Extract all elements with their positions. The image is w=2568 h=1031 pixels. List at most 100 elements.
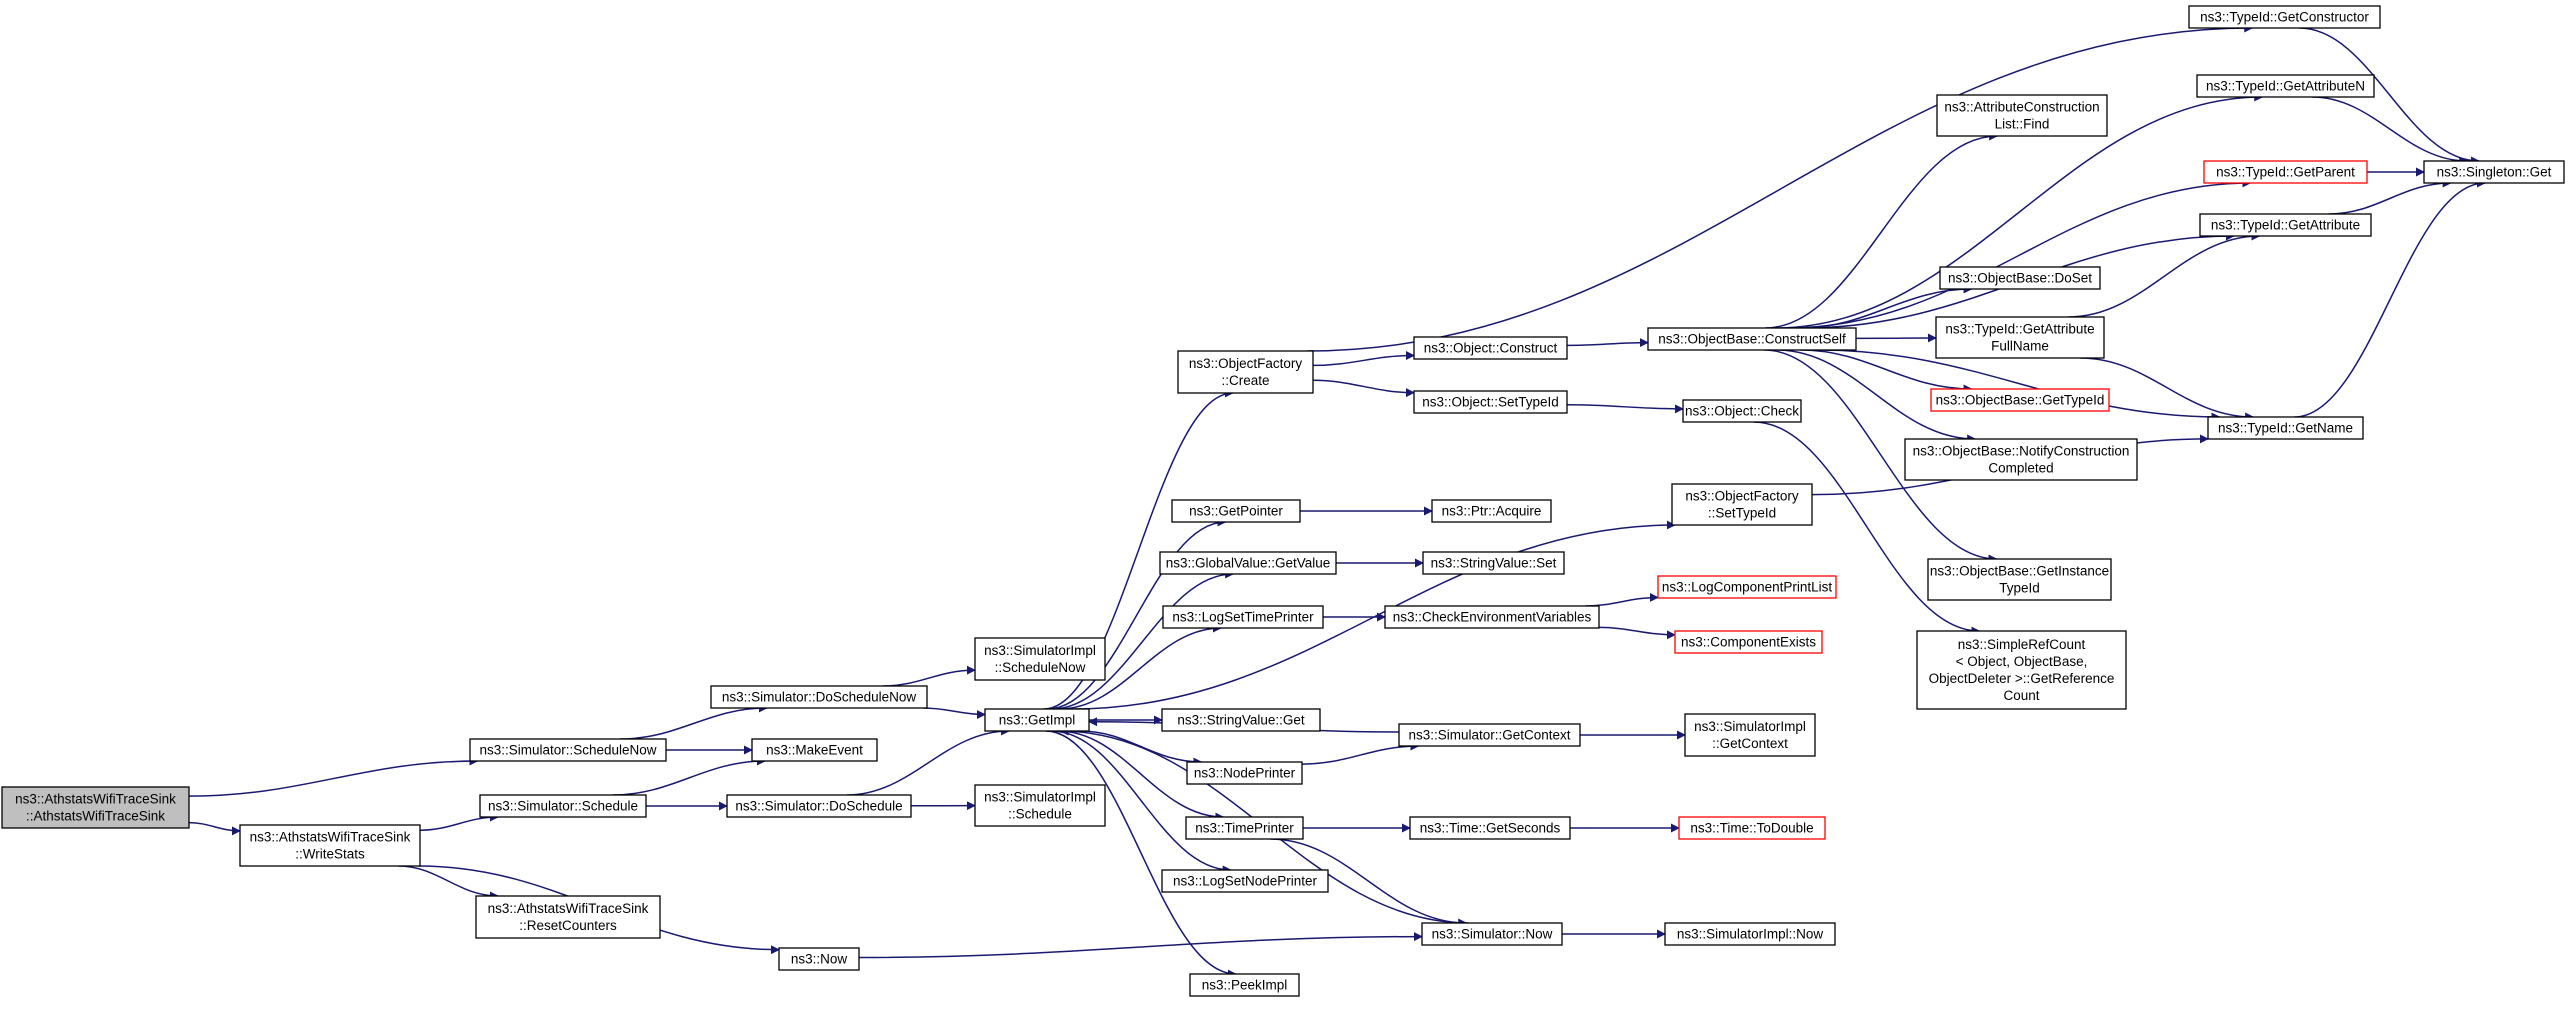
node-label-line: ::WriteStats	[295, 847, 365, 862]
node-label-line: ns3::Simulator::ScheduleNow	[479, 743, 656, 758]
graph-edge-objFactoryCreate-to-objectConstruct	[1312, 350, 1415, 367]
node-label-line: ns3::StringValue::Get	[1177, 713, 1305, 728]
graph-node-writeStats[interactable]: ns3::AthstatsWifiTraceSink::WriteStats	[239, 824, 421, 867]
node-layer: ns3::AthstatsWifiTraceSink::AthstatsWifi…	[1, 5, 2565, 997]
node-box	[1413, 336, 1568, 360]
graph-node-componentExists[interactable]: ns3::ComponentExists	[1674, 630, 1823, 654]
graph-node-objFactoryCreate[interactable]: ns3::ObjectFactory::Create	[1177, 350, 1314, 394]
graph-node-implGetContext[interactable]: ns3::SimulatorImpl::GetContext	[1684, 713, 1816, 757]
graph-node-getName[interactable]: ns3::TypeId::GetName	[2207, 416, 2364, 440]
node-box	[1657, 575, 1837, 599]
node-box	[1177, 350, 1314, 394]
graph-node-logSetTimePrinter[interactable]: ns3::LogSetTimePrinter	[1162, 605, 1324, 629]
graph-node-ptrAcquire[interactable]: ns3::Ptr::Acquire	[1431, 499, 1552, 523]
node-label-line: ns3::ObjectBase::NotifyConstruction	[1913, 444, 2130, 459]
node-box	[778, 947, 860, 971]
node-label-line: ns3::TimePrinter	[1195, 821, 1294, 836]
graph-node-timeToDouble[interactable]: ns3::Time::ToDouble	[1678, 816, 1826, 840]
node-box	[1189, 973, 1300, 997]
edge-layer	[188, 23, 2486, 979]
node-box	[1421, 922, 1563, 946]
graph-node-objBaseGetTypeId[interactable]: ns3::ObjectBase::GetTypeId	[1930, 388, 2110, 412]
node-label-line: ns3::SimulatorImpl::Now	[1677, 927, 1824, 942]
graph-edge-getAttributeN-to-singletonGet	[2312, 96, 2469, 166]
graph-node-doSchedule[interactable]: ns3::Simulator::DoSchedule	[726, 794, 912, 818]
graph-edge-doSchedule-to-getImpl	[846, 726, 1011, 796]
node-box	[1935, 316, 2105, 359]
node-label-line: ::Schedule	[1008, 807, 1072, 822]
graph-node-stringValueSet[interactable]: ns3::StringValue::Set	[1422, 551, 1565, 575]
graph-node-stringValueGet[interactable]: ns3::StringValue::Get	[1161, 708, 1321, 732]
graph-edge-objFactoryCreate-to-objectSetTypeId	[1312, 379, 1415, 398]
node-box	[1171, 499, 1301, 523]
graph-node-makeEvent[interactable]: ns3::MakeEvent	[751, 738, 878, 762]
graph-edge-ns3Now-to-simNow	[858, 932, 1423, 959]
node-label-line: ns3::ObjectBase::GetTypeId	[1936, 393, 2105, 408]
node-box	[974, 784, 1106, 827]
graph-node-getAttributeN[interactable]: ns3::TypeId::GetAttributeN	[2196, 74, 2375, 98]
graph-edge-getImpl-to-peekImpl	[1045, 730, 1237, 979]
graph-node-implScheduleNow[interactable]: ns3::SimulatorImpl::ScheduleNow	[974, 637, 1106, 681]
graph-node-getAttribute[interactable]: ns3::TypeId::GetAttribute	[2199, 213, 2372, 237]
graph-node-timePrinter[interactable]: ns3::TimePrinter	[1185, 816, 1304, 840]
node-label-line: ns3::TypeId::GetAttributeN	[2206, 79, 2365, 94]
node-label-line: ns3::LogSetNodePrinter	[1173, 874, 1318, 889]
node-box	[710, 685, 928, 709]
node-box	[1936, 94, 2108, 137]
graph-node-checkEnvVars[interactable]: ns3::CheckEnvironmentVariables	[1384, 605, 1600, 629]
node-box	[1162, 605, 1324, 629]
node-label-line: ns3::SimulatorImpl	[984, 790, 1096, 805]
graph-node-logCompPrintList[interactable]: ns3::LogComponentPrintList	[1657, 575, 1837, 599]
graph-node-objectConstruct[interactable]: ns3::Object::Construct	[1413, 336, 1568, 360]
graph-node-globalGetValue[interactable]: ns3::GlobalValue::GetValue	[1159, 551, 1337, 575]
graph-node-simNow[interactable]: ns3::Simulator::Now	[1421, 922, 1563, 946]
graph-node-peekImpl[interactable]: ns3::PeekImpl	[1189, 973, 1300, 997]
graph-edge-getImpl-to-globalGetValue	[1051, 569, 1235, 710]
graph-edge-timePrinter-to-simNow	[1270, 838, 1468, 928]
graph-node-notifyConstruction[interactable]: ns3::ObjectBase::NotifyConstructionCompl…	[1904, 438, 2138, 481]
graph-node-doScheduleNow[interactable]: ns3::Simulator::DoScheduleNow	[710, 685, 928, 709]
node-label-line: ns3::Simulator::Now	[1432, 927, 1553, 942]
node-label-line: ObjectDeleter >::GetReference	[1929, 671, 2115, 686]
node-box	[1186, 761, 1303, 785]
graph-node-resetCounters[interactable]: ns3::AthstatsWifiTraceSink::ResetCounter…	[475, 895, 661, 939]
node-box	[1939, 266, 2101, 290]
graph-node-ns3Now[interactable]: ns3::Now	[778, 947, 860, 971]
node-box	[1930, 388, 2110, 412]
graph-node-constructSelf[interactable]: ns3::ObjectBase::ConstructSelf	[1647, 327, 1857, 351]
graph-node-simGetContext[interactable]: ns3::Simulator::GetContext	[1398, 723, 1581, 747]
graph-node-objFactorySetTypeId[interactable]: ns3::ObjectFactory::SetTypeId	[1671, 483, 1813, 526]
graph-node-simpleRefCount[interactable]: ns3::SimpleRefCount< Object, ObjectBase,…	[1916, 630, 2127, 710]
graph-node-implSchedule[interactable]: ns3::SimulatorImpl::Schedule	[974, 784, 1106, 827]
graph-node-logSetNodePrinter[interactable]: ns3::LogSetNodePrinter	[1161, 869, 1329, 893]
node-label-line: ns3::GetImpl	[999, 713, 1076, 728]
graph-node-nodePrinter[interactable]: ns3::NodePrinter	[1186, 761, 1303, 785]
node-box	[2207, 416, 2364, 440]
node-box	[1185, 816, 1304, 840]
graph-node-simSchedule[interactable]: ns3::Simulator::Schedule	[479, 794, 647, 818]
node-label-line: ns3::Simulator::DoSchedule	[735, 799, 902, 814]
node-label-line: ::SetTypeId	[1708, 506, 1776, 521]
graph-edge-objectConstruct-to-constructSelf	[1566, 338, 1649, 348]
graph-edge-writeStats-to-resetCounters	[398, 865, 499, 901]
graph-node-timeGetSeconds[interactable]: ns3::Time::GetSeconds	[1409, 816, 1571, 840]
graph-node-getParent[interactable]: ns3::TypeId::GetParent	[2203, 160, 2368, 184]
graph-node-getConstructor[interactable]: ns3::TypeId::GetConstructor	[2188, 5, 2381, 29]
graph-node-schedNowSim[interactable]: ns3::Simulator::ScheduleNow	[469, 738, 667, 762]
graph-node-singletonGet[interactable]: ns3::Singleton::Get	[2423, 160, 2565, 184]
graph-node-objBaseDoSet[interactable]: ns3::ObjectBase::DoSet	[1939, 266, 2101, 290]
node-label-line: ns3::GlobalValue::GetValue	[1166, 556, 1331, 571]
node-box	[1684, 713, 1816, 757]
graph-node-objectCheck[interactable]: ns3::Object::Check	[1682, 399, 1802, 423]
graph-node-getImpl[interactable]: ns3::GetImpl	[984, 708, 1090, 732]
graph-edge-constructSelf-to-getName	[1817, 349, 2221, 422]
graph-node-objectSetTypeId[interactable]: ns3::Object::SetTypeId	[1413, 390, 1568, 414]
node-box	[1647, 327, 1857, 351]
graph-edge-root-to-schedNowSim	[188, 756, 479, 797]
graph-node-getPointer[interactable]: ns3::GetPointer	[1171, 499, 1301, 523]
graph-node-implNow[interactable]: ns3::SimulatorImpl::Now	[1664, 922, 1836, 946]
node-box	[1904, 438, 2138, 481]
